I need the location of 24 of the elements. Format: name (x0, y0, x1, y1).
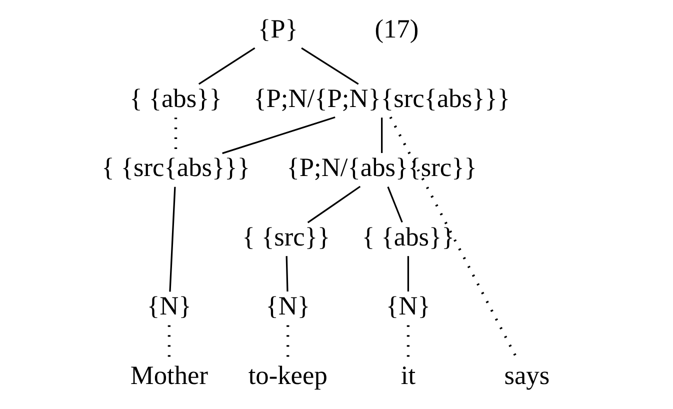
node-text: { {src}} (242, 222, 330, 252)
node-text: {P} (258, 14, 298, 44)
node-text: {N} (147, 292, 192, 321)
node-text: { {abs}} (130, 84, 222, 113)
label: (17) (374, 14, 419, 44)
connector (169, 186, 176, 292)
node-text: {N} (386, 292, 430, 321)
connector (198, 47, 256, 85)
node-text: {P;N/{P;N}{src{abs}}} (254, 84, 510, 113)
connector (381, 118, 383, 154)
connector (387, 186, 403, 223)
node-text: { {abs}} (362, 222, 454, 252)
connector (222, 116, 336, 154)
connector (307, 186, 361, 224)
connector (407, 256, 410, 292)
connector (286, 256, 288, 292)
node-text: { {src{abs}}} (102, 153, 250, 182)
node-text: {P;N/{abs}{src}} (286, 153, 477, 182)
node-text: says (504, 360, 550, 390)
connector (301, 47, 359, 85)
node-text: Mother (130, 360, 208, 390)
node-text: it (400, 360, 416, 390)
node-text: {N} (266, 292, 310, 321)
node-text: to-keep (248, 360, 328, 390)
